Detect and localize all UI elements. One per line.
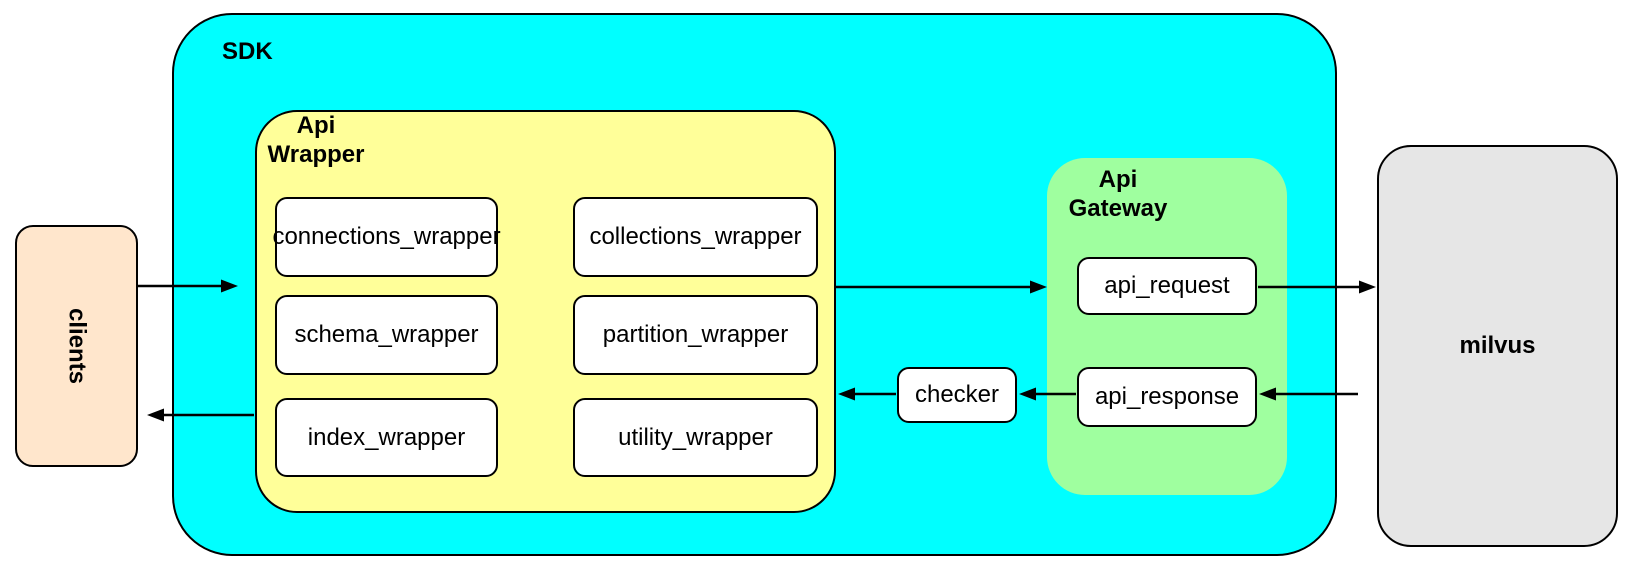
connections-wrapper-label: connections_wrapper [272, 223, 501, 250]
schema-wrapper-node: schema_wrapper [275, 295, 498, 375]
schema-wrapper-label: schema_wrapper [294, 321, 479, 348]
milvus-label: milvus [1459, 332, 1536, 359]
partition-wrapper-node: partition_wrapper [573, 295, 818, 375]
milvus-node: milvus [1377, 145, 1618, 547]
api-gateway-container [1047, 158, 1287, 495]
checker-node: checker [897, 367, 1017, 423]
collections-wrapper-node: collections_wrapper [573, 197, 818, 277]
checker-label: checker [914, 381, 1000, 408]
api-request-node: api_request [1077, 257, 1257, 315]
api-request-label: api_request [1104, 272, 1230, 299]
collections-wrapper-label: collections_wrapper [589, 223, 802, 250]
utility-wrapper-label: utility_wrapper [618, 423, 773, 451]
sdk-label: SDK [222, 38, 273, 65]
api-response-label: api_response [1094, 383, 1240, 410]
api-gateway-label: Api Gateway [1068, 166, 1168, 222]
index-wrapper-node: index_wrapper [275, 398, 498, 477]
clients-node: clients [15, 225, 138, 467]
api-response-node: api_response [1077, 367, 1257, 427]
clients-label: clients [63, 307, 91, 385]
connections-wrapper-node: connections_wrapper [272, 197, 501, 277]
partition-wrapper-label: partition_wrapper [602, 321, 789, 348]
utility-wrapper-node: utility_wrapper [573, 398, 818, 477]
api-wrapper-label: Api Wrapper [267, 112, 365, 168]
index-wrapper-label: index_wrapper [307, 423, 466, 451]
